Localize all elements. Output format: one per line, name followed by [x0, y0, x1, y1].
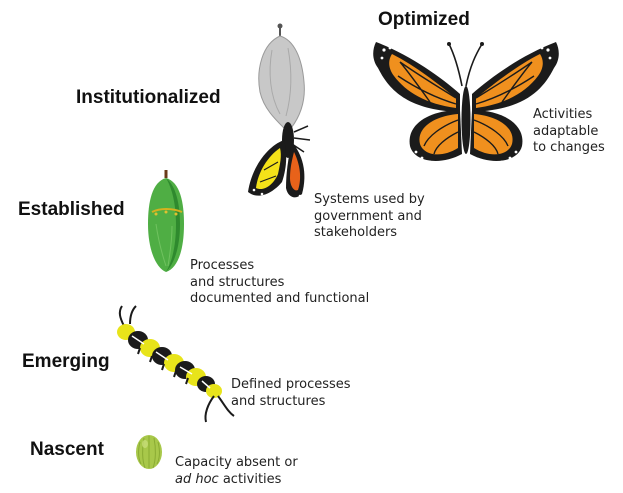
stage-description-institutionalized: Systems used by government and stakehold…	[314, 192, 425, 242]
description-line: Activities	[533, 107, 593, 122]
egg-icon	[136, 435, 162, 469]
description-line: Systems used by	[314, 192, 425, 207]
description-line: documented and functional	[190, 291, 370, 306]
stage-label-optimized: Optimized	[378, 9, 470, 30]
description-line: to changes	[533, 140, 605, 155]
description-line: and structures	[190, 274, 285, 290]
description-text: activities	[218, 471, 282, 487]
stage-label-institutionalized: Institutionalized	[76, 87, 221, 108]
butterfly-icon	[373, 42, 559, 164]
stage-description-emerging: Defined processes and structures	[231, 377, 351, 410]
description-line: government and	[314, 208, 422, 224]
stage-description-optimized: Activities adaptable to changes	[533, 107, 605, 157]
description-line: ad hoc activities	[175, 472, 298, 489]
description-line: and structures	[231, 393, 326, 409]
italic-text: ad hoc	[175, 471, 219, 487]
description-line: Capacity absent or	[175, 455, 298, 470]
description-line: adaptable	[533, 123, 599, 139]
stage-label-nascent: Nascent	[30, 439, 104, 460]
description-line: stakeholders	[314, 225, 398, 240]
emerging-butterfly-chrysalis-icon	[248, 23, 311, 198]
stage-description-established: Processes and structures documented and …	[190, 258, 369, 308]
stage-description-nascent: Capacity absent or ad hoc activities	[175, 455, 298, 488]
stage-label-established: Established	[18, 199, 125, 220]
description-line: Processes	[190, 258, 255, 273]
caterpillar-icon	[117, 305, 235, 423]
description-line: Defined processes	[231, 377, 351, 392]
green-chrysalis-icon	[148, 170, 184, 272]
stage-label-emerging: Emerging	[22, 351, 110, 372]
